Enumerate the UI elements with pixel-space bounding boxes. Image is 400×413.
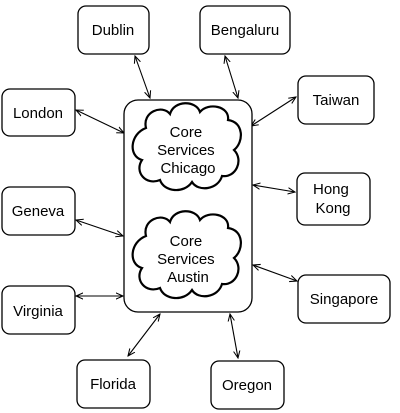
node-singapore-label: Singapore [310,291,378,308]
link-hong-kong [253,185,295,192]
node-dublin-label: Dublin [92,22,135,39]
link-geneva [76,220,123,236]
node-virginia-label: Virginia [13,303,63,320]
cloud-austin-label: Core Services Austin [157,233,219,286]
node-bengaluru: Bengaluru [199,5,291,55]
node-geneva: Geneva [1,186,76,236]
node-oregon: Oregon [210,360,285,410]
node-hong-kong-label: Hong Kong [313,181,353,217]
cloud-chicago: Core Services Chicago [131,102,242,192]
link-bengaluru [225,56,238,98]
cloud-austin: Core Services Austin [131,210,242,300]
node-taiwan: Taiwan [297,75,375,125]
cloud-austin-line-3: Austin [167,269,209,286]
link-dublin [135,56,150,98]
link-singapore [253,265,297,281]
node-taiwan-label: Taiwan [313,92,360,109]
cloud-chicago-shape [131,102,242,192]
connections [76,56,297,358]
cloud-chicago-line-3: Chicago [160,160,215,177]
node-hong-kong-line-2: Kong [315,200,350,217]
link-florida [128,314,160,356]
node-london: London [1,88,76,137]
node-geneva-label: Geneva [12,203,65,220]
node-bengaluru-label: Bengaluru [211,22,279,39]
node-dublin: Dublin [77,5,150,55]
node-oregon-label: Oregon [222,377,272,394]
node-florida-label: Florida [90,376,137,393]
cloud-austin-shape [131,210,242,300]
node-london-label: London [13,105,63,122]
cloud-austin-line-1: Core [170,233,203,250]
link-london [76,110,124,133]
link-oregon [230,314,238,358]
node-hong-kong: Hong Kong [296,172,371,226]
node-virginia: Virginia [1,285,76,335]
cloud-chicago-line-2: Services [157,142,215,159]
cloud-chicago-line-1: Core [170,124,203,141]
cloud-chicago-label: Core Services Chicago [157,124,219,177]
node-florida: Florida [76,359,151,409]
node-hong-kong-line-1: Hong [313,181,349,198]
cloud-austin-line-2: Services [157,251,215,268]
link-taiwan [251,97,296,126]
node-singapore: Singapore [297,274,391,324]
